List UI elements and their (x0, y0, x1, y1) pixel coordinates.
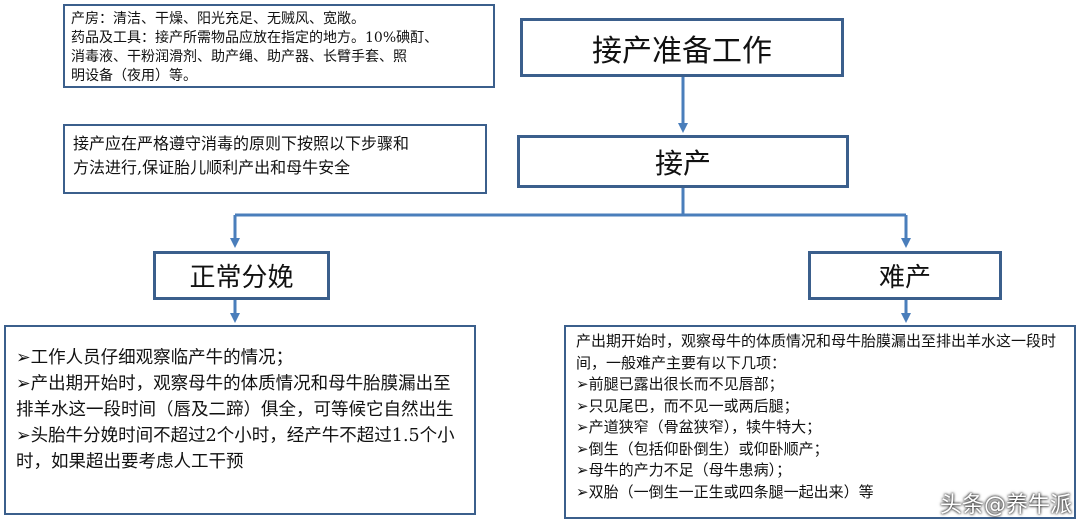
delivery-title-box: 接产 (517, 135, 849, 188)
bullet-arrow-icon: ➢ (576, 461, 589, 479)
delivery-note-line: 接产应在严格遵守消毒的原则下按照以下步骤和 (73, 134, 410, 153)
prep-notes-line: 药品及工具：接产所需物品应放在指定的地方。10%碘酊、 (71, 30, 439, 46)
list-item: ➢双胎（一倒生一正生或四条腿一起出来）等 (576, 482, 874, 501)
difficult-title-box: 难产 (808, 251, 1002, 300)
prep-notes-line: 消毒液、干粉润滑剂、助产绳、助产器、长臂手套、照 (71, 49, 407, 65)
normal-title: 正常分娩 (189, 263, 294, 293)
bullet-arrow-icon: ➢ (16, 426, 31, 446)
delivery-note-line: 方法进行,保证胎儿顺利产出和母牛安全 (73, 158, 351, 177)
bullet-arrow-icon: ➢ (576, 439, 589, 458)
list-item: ➢前腿已露出很长而不见唇部； (576, 375, 784, 393)
difficult-intro: 产出期开始时，观察母牛的体质情况和母牛胎膜漏出至排出羊水这一段时间，一般难产主要… (576, 332, 1057, 372)
normal-title-box: 正常分娩 (153, 251, 330, 300)
normal-details-box: ➢工作人员仔细观察临产牛的情况； ➢产出期开始时，观察母牛的体质情况和母牛胎膜漏… (4, 325, 476, 515)
list-item: ➢工作人员仔细观察临产牛的情况； (16, 348, 294, 368)
prep-notes-line: 产房：清洁、干燥、阳光充足、无贼风、宽敞。 (71, 11, 365, 27)
prep-notes-box: 产房：清洁、干燥、阳光充足、无贼风、宽敞。 药品及工具：接产所需物品应放在指定的… (63, 4, 495, 88)
watermark: 头条@养牛派 (939, 493, 1072, 518)
bullet-arrow-icon: ➢ (576, 375, 589, 393)
list-item: ➢倒生（包括仰卧倒生）或仰卧顺产； (576, 439, 829, 458)
bullet-arrow-icon: ➢ (576, 482, 589, 501)
normal-details-list: ➢工作人员仔细观察临产牛的情况； ➢产出期开始时，观察母牛的体质情况和母牛胎膜漏… (16, 345, 464, 475)
prep-notes-line: 明设备（夜用）等。 (71, 68, 197, 84)
delivery-title: 接产 (654, 146, 711, 180)
bullet-arrow-icon: ➢ (16, 374, 31, 394)
prep-title-box: 接产准备工作 (520, 18, 844, 77)
list-item: ➢只见尾巴，而不见一或两后腿； (576, 396, 799, 415)
list-item: ➢母牛的产力不足（母牛患病）； (576, 461, 792, 479)
difficult-details-box: 产出期开始时，观察母牛的体质情况和母牛胎膜漏出至排出羊水这一段时间，一般难产主要… (564, 325, 1076, 519)
difficult-title: 难产 (878, 263, 931, 293)
list-item: ➢产出期开始时，观察母牛的体质情况和母牛胎膜漏出至排羊水这一段时间（唇及二蹄）俱… (16, 374, 454, 420)
list-item: ➢头胎牛分娩时间不超过2个小时，经产牛不超过1.5个小时，如果超出要考虑人工干预 (16, 426, 455, 472)
delivery-note-box: 接产应在严格遵守消毒的原则下按照以下步骤和 方法进行,保证胎儿顺利产出和母牛安全 (63, 124, 487, 194)
bullet-arrow-icon: ➢ (576, 396, 589, 415)
difficult-details-list: ➢前腿已露出很长而不见唇部； ➢只见尾巴，而不见一或两后腿； ➢产道狭窄（骨盆狭… (576, 374, 1064, 503)
list-item: ➢产道狭窄（骨盆狭窄），犊牛特大； (576, 418, 822, 436)
bullet-arrow-icon: ➢ (16, 348, 31, 368)
prep-title: 接产准备工作 (592, 33, 772, 69)
bullet-arrow-icon: ➢ (576, 418, 589, 436)
